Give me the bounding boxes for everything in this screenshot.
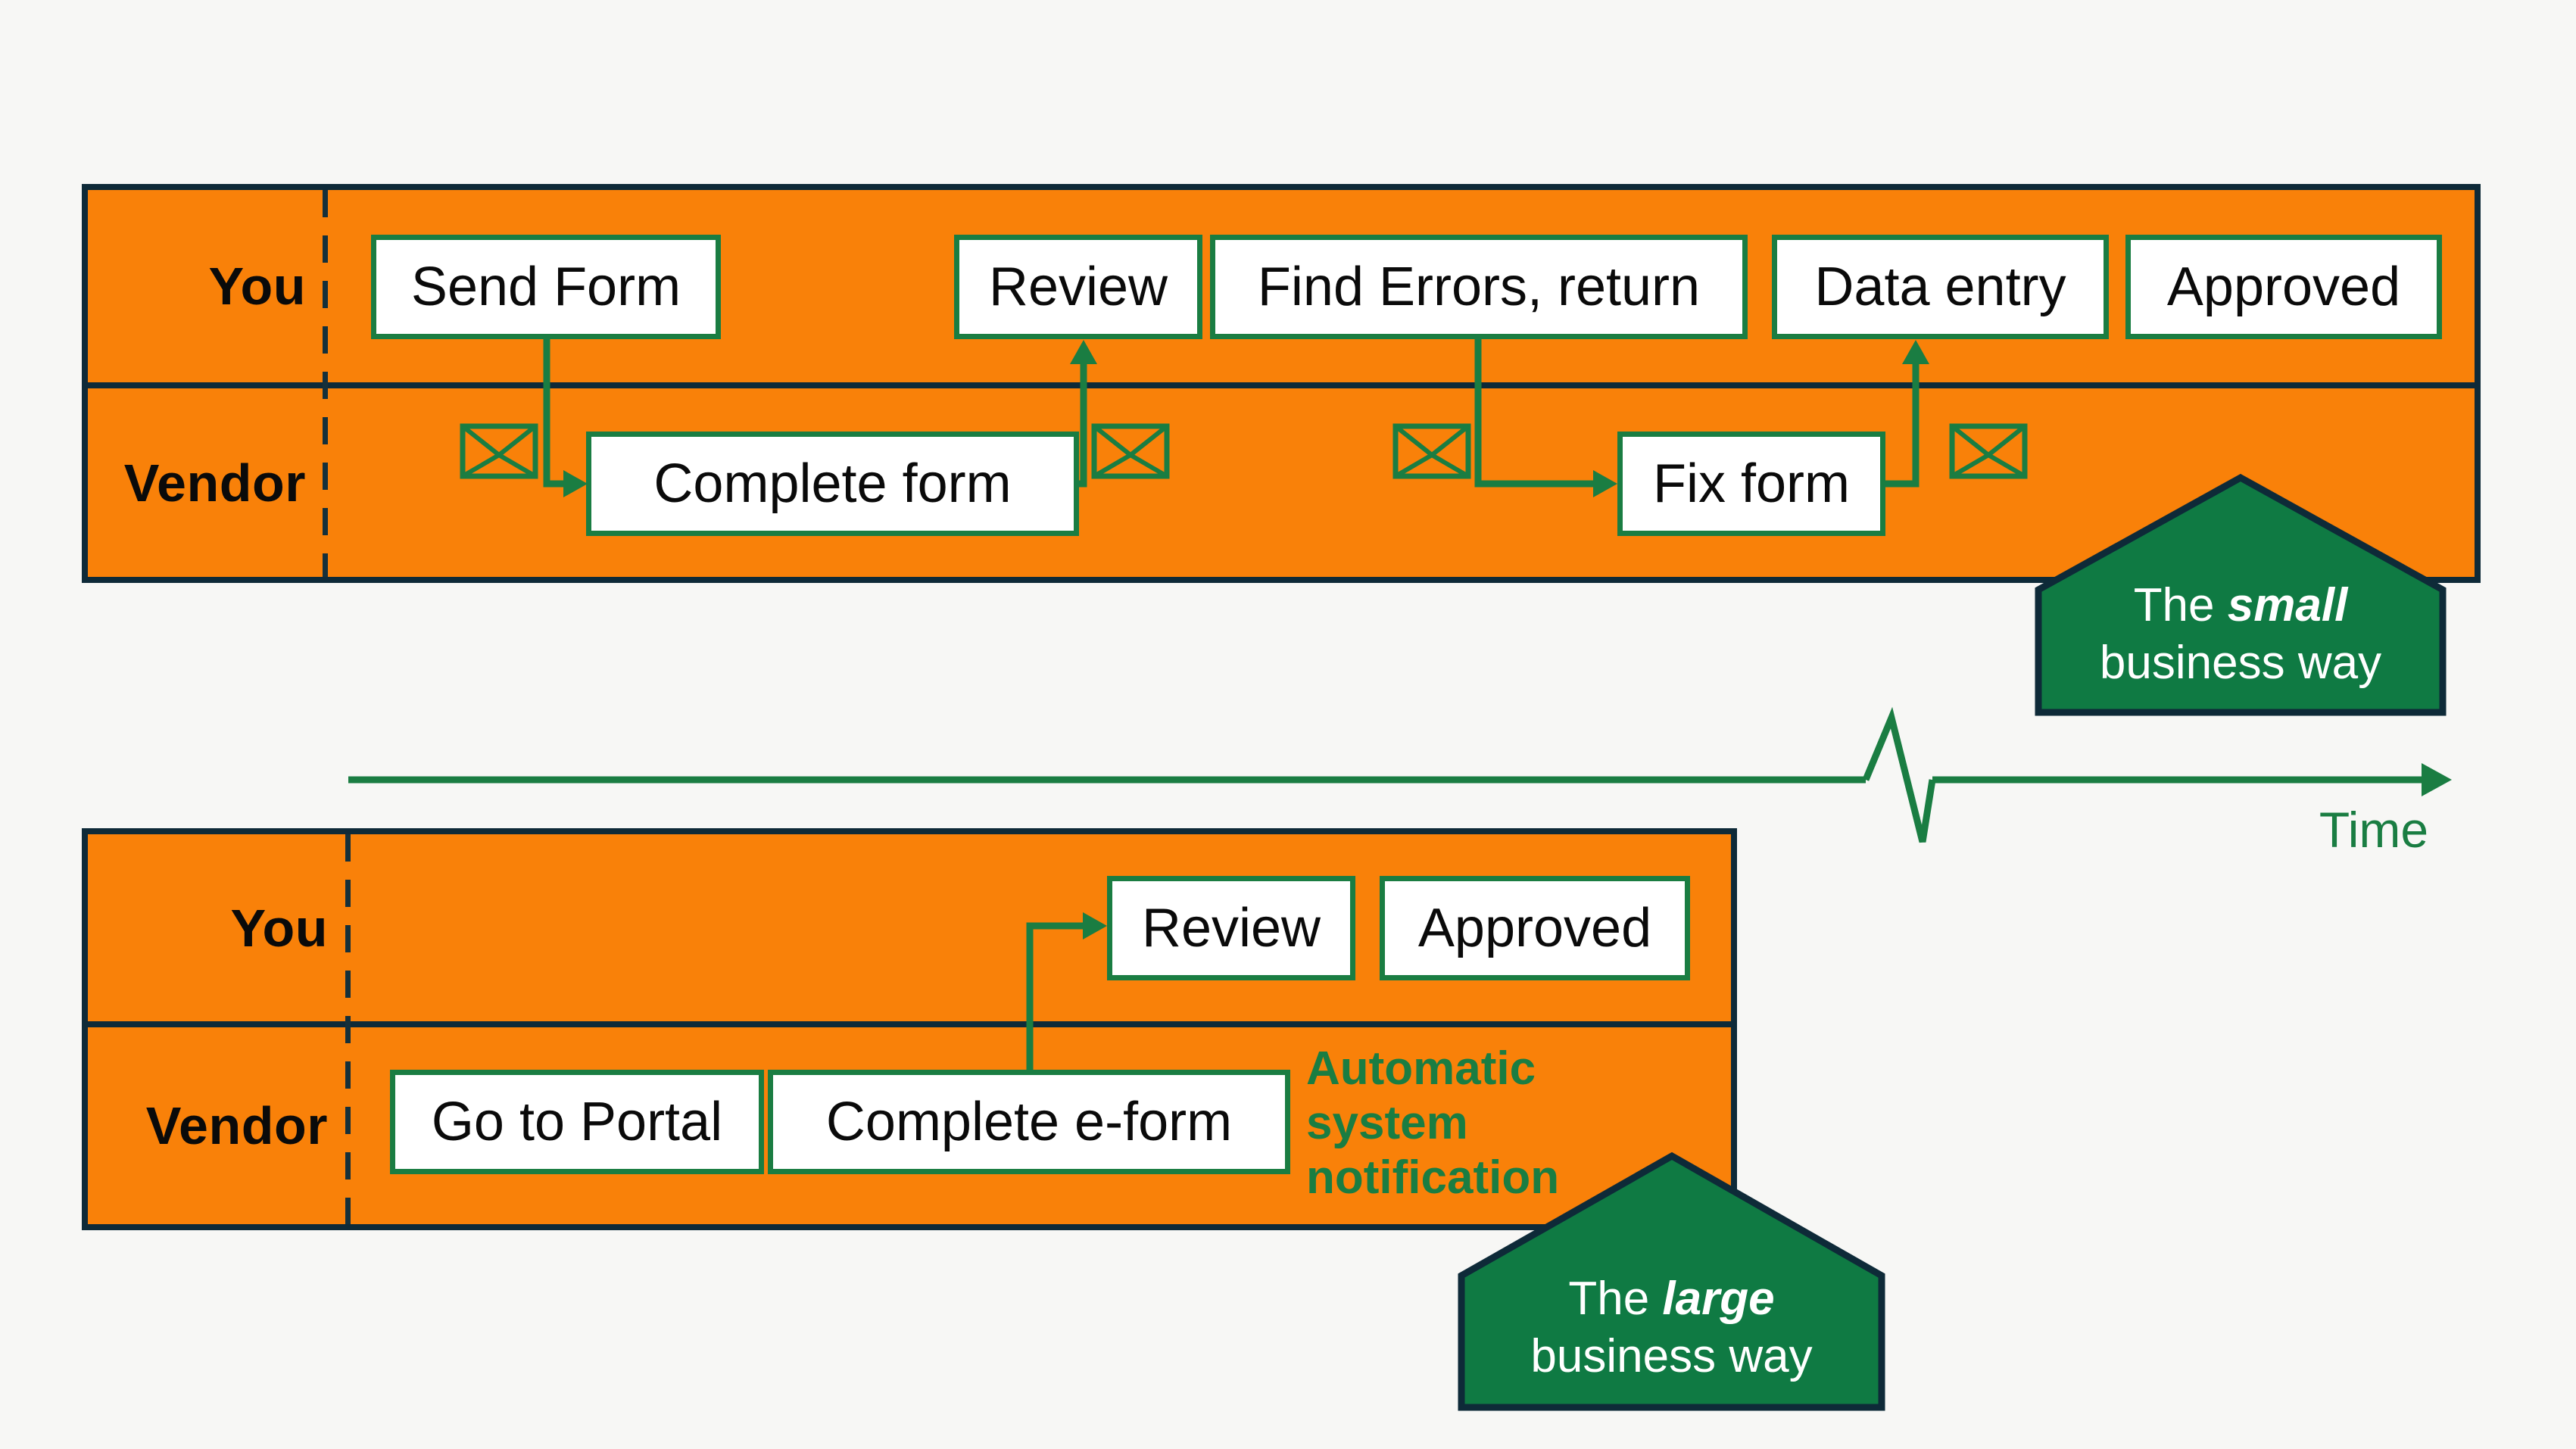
step-review-small: Review — [954, 235, 1202, 339]
step-review-large: Review — [1107, 876, 1355, 980]
tag-text-line2: business way — [2099, 637, 2382, 689]
small-business-banner-label: The small business way — [2038, 577, 2443, 692]
step-approved-large: Approved — [1380, 876, 1690, 980]
lane-label-you: You — [230, 898, 328, 958]
step-complete-form: Complete form — [586, 432, 1079, 536]
step-go-to-portal: Go to Portal — [390, 1070, 764, 1174]
lane-divider — [88, 1021, 1731, 1027]
tag-text-line2: business way — [1530, 1330, 1813, 1382]
tag-emphasis: small — [2227, 579, 2348, 631]
time-axis — [348, 706, 2452, 843]
start-dashed-line — [323, 190, 328, 577]
lane-label-you: You — [208, 257, 306, 316]
large-business-banner-label: The large business way — [1461, 1270, 1882, 1385]
tag-text: The — [1568, 1273, 1663, 1325]
tag-emphasis: large — [1662, 1273, 1775, 1325]
lane-label-vendor: Vendor — [145, 1096, 328, 1155]
tag-text: The — [2133, 579, 2228, 631]
step-send-form: Send Form — [371, 235, 721, 339]
time-axis-label: Time — [2319, 802, 2429, 858]
step-complete-eform: Complete e-form — [768, 1070, 1290, 1174]
step-data-entry: Data entry — [1772, 235, 2109, 339]
time-axis-arrowhead — [2422, 763, 2452, 796]
automatic-notification-note: Automatic system notification — [1306, 1042, 1560, 1204]
timeline-break — [1862, 706, 1936, 843]
step-approved-small: Approved — [2125, 235, 2442, 339]
step-fix-form: Fix form — [1617, 432, 1885, 536]
lane-label-vendor: Vendor — [123, 453, 306, 513]
start-dashed-line — [345, 834, 351, 1224]
lane-divider — [88, 382, 2475, 388]
step-find-errors: Find Errors, return — [1210, 235, 1748, 339]
